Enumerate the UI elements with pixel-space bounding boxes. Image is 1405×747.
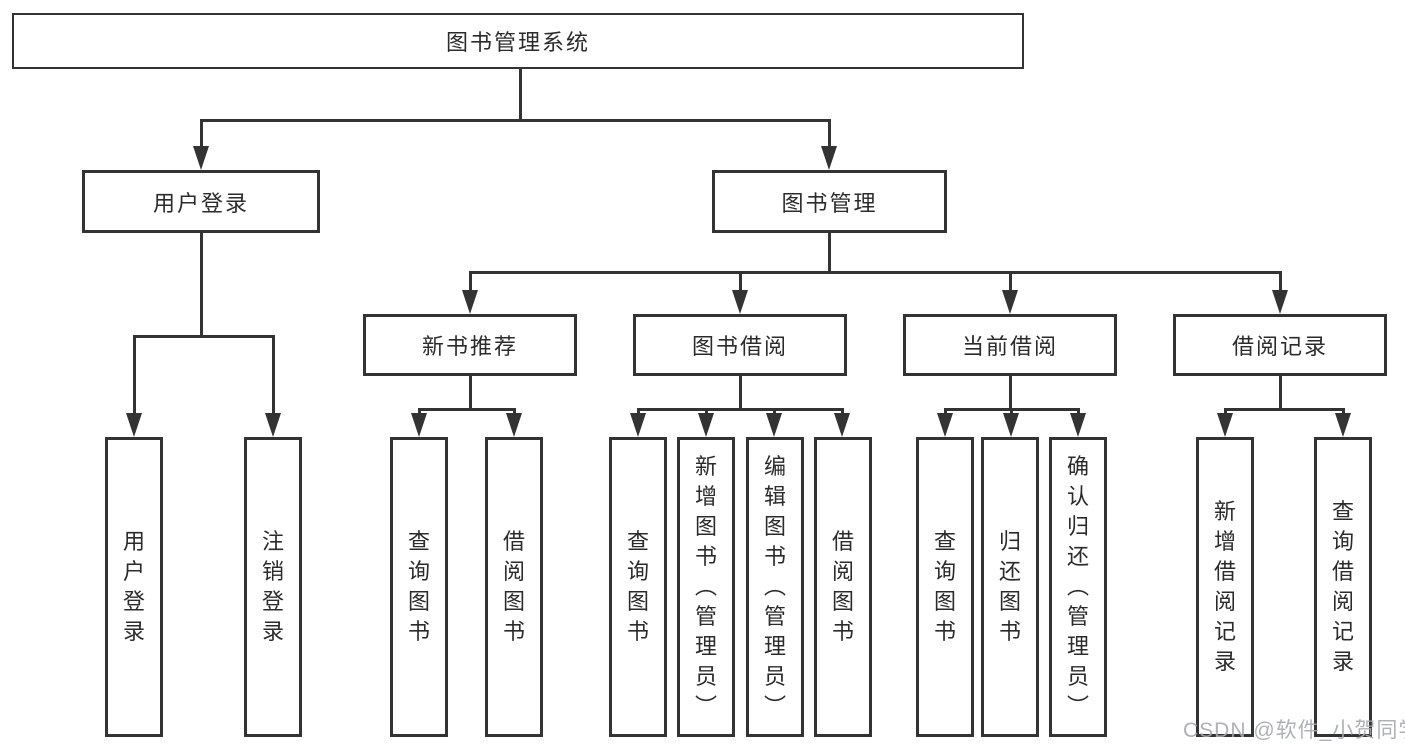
connector-line: [132, 334, 275, 338]
connector-line: [636, 408, 640, 415]
leaf-user-login-label: 用 户 登 录: [122, 529, 145, 644]
arrow-down-icon: [1272, 290, 1288, 314]
connector-line: [704, 408, 708, 415]
leaf-records-add-record-label: 新 增 借 阅 记 录: [1213, 499, 1236, 674]
node-user-login-label: 用户登录: [152, 190, 249, 216]
leaf-borrow-edit-books-label: 编 辑 图 书 ︵ 管 理 员 ︶: [763, 454, 786, 719]
leaf-current-return-books: 归 还 图 书: [981, 437, 1039, 737]
connector-line: [840, 408, 844, 415]
leaf-current-query-books: 查 询 图 书: [916, 437, 974, 737]
leaf-logout: 注 销 登 录: [244, 437, 302, 737]
node-root: 图书管理系统: [12, 13, 1024, 69]
leaf-borrow-edit-books: 编 辑 图 书 ︵ 管 理 员 ︶: [746, 437, 804, 737]
leaf-borrow-borrow-books: 借 阅 图 书: [814, 437, 872, 737]
connector-line: [271, 335, 275, 415]
arrow-down-icon: [732, 290, 748, 314]
connector-line: [772, 408, 776, 415]
connector-line: [468, 271, 472, 292]
arrow-down-icon: [937, 413, 953, 437]
arrow-down-icon: [834, 413, 850, 437]
leaf-current-confirm-return-label: 确 认 归 还 ︵ 管 理 员 ︶: [1066, 454, 1089, 719]
node-book-borrowing: 图书借阅: [633, 314, 847, 376]
leaf-current-query-books-label: 查 询 图 书: [933, 529, 956, 644]
connector-line: [1008, 376, 1012, 410]
leaf-borrow-query-books: 查 询 图 书: [609, 437, 667, 737]
leaf-user-login: 用 户 登 录: [105, 437, 163, 737]
connector-line: [738, 376, 742, 410]
arrow-down-icon: [630, 413, 646, 437]
arrow-down-icon: [265, 413, 281, 437]
leaf-newrec-borrow-books-label: 借 阅 图 书: [502, 529, 525, 644]
leaf-newrec-query-books: 查 询 图 书: [390, 437, 448, 737]
connector-line: [1009, 408, 1013, 415]
connector-line: [943, 407, 1080, 411]
connector-line: [417, 407, 516, 411]
connector-line: [1223, 408, 1227, 415]
connector-line: [1278, 271, 1282, 292]
connector-line: [417, 408, 421, 415]
arrow-down-icon: [506, 413, 522, 437]
node-borrowing-records-label: 借阅记录: [1231, 334, 1328, 359]
node-current-borrowing: 当前借阅: [903, 314, 1117, 376]
connector-line: [636, 407, 844, 411]
connector-line: [1008, 271, 1012, 292]
leaf-borrow-query-books-label: 查 询 图 书: [626, 529, 649, 644]
connector-line: [943, 408, 947, 415]
node-user-login: 用户登录: [82, 170, 320, 233]
leaf-records-add-record: 新 增 借 阅 记 录: [1196, 437, 1254, 737]
leaf-current-confirm-return: 确 认 归 还 ︵ 管 理 员 ︶: [1049, 437, 1107, 737]
arrow-down-icon: [126, 413, 142, 437]
arrow-down-icon: [1217, 413, 1233, 437]
connector-line: [1278, 376, 1282, 410]
connector-line: [827, 233, 831, 273]
arrow-down-icon: [1002, 290, 1018, 314]
node-borrowing-records: 借阅记录: [1173, 314, 1387, 376]
connector-line: [468, 376, 472, 410]
arrow-down-icon: [698, 413, 714, 437]
connector-line: [199, 233, 203, 337]
arrow-down-icon: [821, 146, 837, 170]
arrow-down-icon: [1335, 413, 1351, 437]
arrow-down-icon: [462, 290, 478, 314]
connector-line: [1076, 408, 1080, 415]
arrow-down-icon: [411, 413, 427, 437]
node-new-book-recommendation: 新书推荐: [363, 314, 577, 376]
connector-line: [518, 67, 522, 121]
connector-line: [199, 119, 203, 148]
node-new-book-recommendation-label: 新书推荐: [421, 334, 518, 359]
leaf-newrec-borrow-books: 借 阅 图 书: [485, 437, 543, 737]
connector-line: [827, 119, 831, 148]
node-book-management: 图书管理: [712, 170, 947, 233]
leaf-current-return-books-label: 归 还 图 书: [998, 529, 1021, 644]
leaf-borrow-add-books-label: 新 增 图 书 ︵ 管 理 员 ︶: [694, 454, 717, 719]
arrow-down-icon: [766, 413, 782, 437]
leaf-borrow-borrow-books-label: 借 阅 图 书: [831, 529, 854, 644]
connector-line: [199, 118, 831, 122]
leaf-borrow-add-books: 新 增 图 书 ︵ 管 理 员 ︶: [677, 437, 735, 737]
csdn-watermark: CSDN @软件_小贺同学: [1183, 719, 1405, 742]
connector-line: [738, 271, 742, 292]
node-current-borrowing-label: 当前借阅: [961, 334, 1058, 359]
arrow-down-icon: [1070, 413, 1086, 437]
node-book-management-label: 图书管理: [781, 190, 878, 216]
connector-line: [1341, 408, 1345, 415]
node-root-label: 图书管理系统: [445, 30, 590, 55]
connector-line: [132, 335, 136, 415]
arrow-down-icon: [1003, 413, 1019, 437]
connector-line: [468, 270, 1282, 274]
leaf-records-query-record-label: 查 询 借 阅 记 录: [1331, 499, 1354, 674]
leaf-newrec-query-books-label: 查 询 图 书: [407, 529, 430, 644]
node-book-borrowing-label: 图书借阅: [691, 334, 788, 359]
leaf-records-query-record: 查 询 借 阅 记 录: [1314, 437, 1372, 737]
arrow-down-icon: [193, 146, 209, 170]
connector-line: [1223, 407, 1345, 411]
connector-line: [512, 408, 516, 415]
leaf-logout-label: 注 销 登 录: [261, 529, 284, 644]
